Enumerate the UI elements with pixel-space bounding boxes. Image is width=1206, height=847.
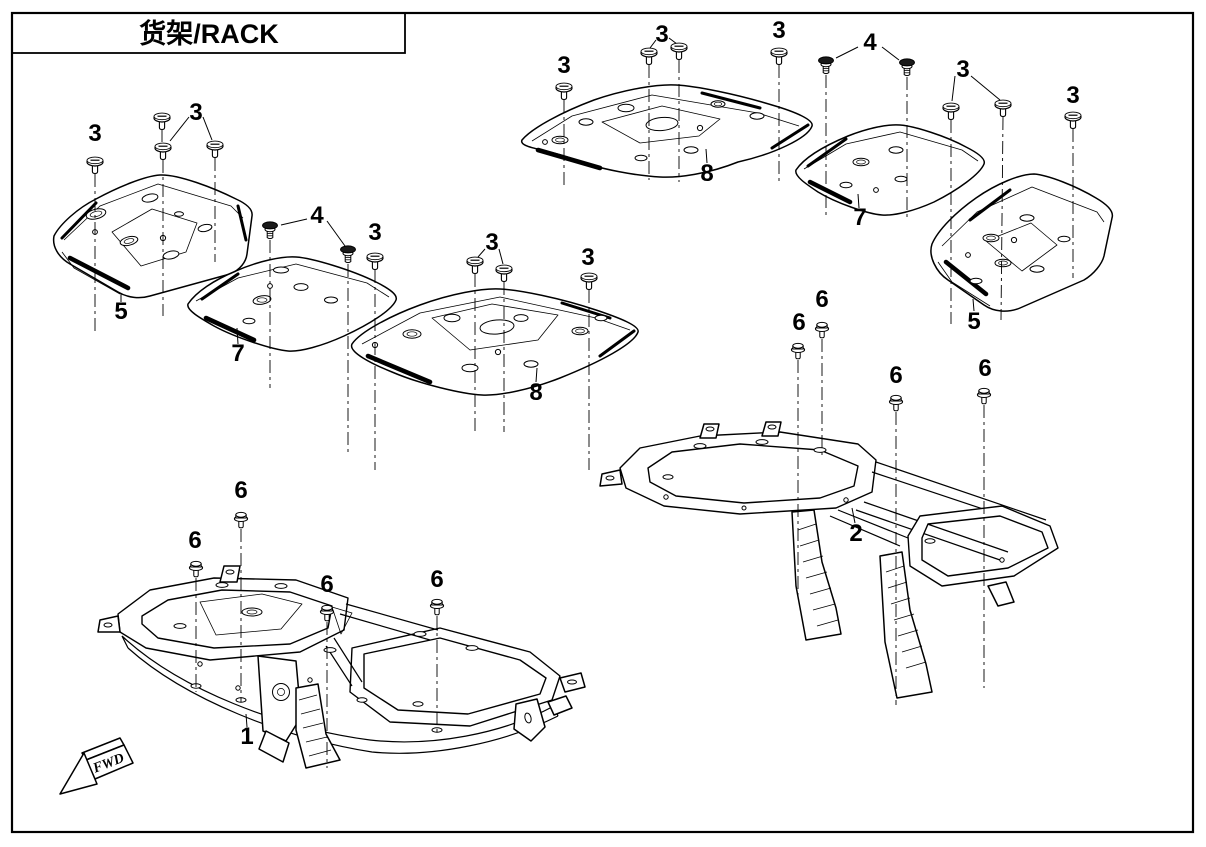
bolt-6-icon bbox=[790, 342, 806, 360]
callout-8-top: 8 bbox=[700, 160, 713, 187]
screw-3-icon bbox=[495, 264, 513, 283]
callout-8-middle: 8 bbox=[529, 379, 542, 406]
screw-3-icon bbox=[670, 42, 688, 61]
bolt-6-icon bbox=[976, 387, 992, 405]
screw-3-icon bbox=[206, 140, 224, 159]
screw-3-icon bbox=[153, 112, 171, 131]
part-2-left-leg-gusset bbox=[791, 509, 842, 641]
screw-3-icon bbox=[555, 82, 573, 101]
callout-3-top-right: 3 bbox=[772, 17, 785, 44]
screw-3-icon bbox=[366, 252, 384, 271]
part-8-middle-rack-cover bbox=[351, 288, 639, 396]
bolt-6-icon bbox=[888, 394, 904, 412]
screw-3-icon bbox=[994, 99, 1012, 118]
callout-3-left-single: 3 bbox=[88, 120, 101, 147]
callout-3-right-single: 3 bbox=[1066, 82, 1079, 109]
callout-5-left: 5 bbox=[114, 298, 127, 325]
callout-3-mid-pair: 3 bbox=[485, 229, 498, 256]
callout-3-top-single: 3 bbox=[557, 52, 570, 79]
screw-3-icon bbox=[466, 256, 484, 275]
push-rivet-4-icon bbox=[818, 56, 834, 75]
bolt-6-icon bbox=[429, 598, 445, 616]
screw-3-icon bbox=[154, 142, 172, 161]
callout-6-frame2-c: 6 bbox=[889, 362, 902, 389]
screw-3-icon bbox=[942, 102, 960, 121]
part-8-top-rack-cover bbox=[521, 84, 813, 178]
callout-5-right: 5 bbox=[967, 308, 980, 335]
callout-2-frame: 2 bbox=[849, 520, 862, 547]
callout-6-frame1-a: 6 bbox=[188, 527, 201, 554]
callout-3-top-pair: 3 bbox=[655, 21, 668, 48]
callout-6-frame1-c: 6 bbox=[320, 571, 333, 598]
push-rivet-4-icon bbox=[899, 58, 915, 77]
page-title: 货架/RACK bbox=[139, 18, 279, 49]
part-1-hub-bracket bbox=[257, 655, 302, 763]
callout-6-frame1-d: 6 bbox=[430, 566, 443, 593]
screw-3-icon bbox=[86, 156, 104, 175]
callout-6-frame2-a: 6 bbox=[792, 309, 805, 336]
screw-3-icon bbox=[580, 272, 598, 291]
leader-lines bbox=[120, 37, 1001, 728]
callout-7-left: 7 bbox=[231, 340, 244, 367]
bolt-6-icon bbox=[188, 560, 204, 578]
callout-4-left: 4 bbox=[310, 202, 324, 229]
callout-6-frame1-b: 6 bbox=[234, 477, 247, 504]
part-2-right-leg-gusset bbox=[879, 551, 933, 699]
part-1-center-leg-gusset bbox=[295, 683, 341, 769]
title-box bbox=[11, 12, 406, 54]
bolt-6-icon bbox=[814, 321, 830, 339]
part-2-rack-frame bbox=[599, 421, 1059, 699]
screw-3-icon bbox=[640, 47, 658, 66]
callout-6-frame2-d: 6 bbox=[978, 355, 991, 382]
screw-3-icon bbox=[1064, 111, 1082, 130]
part-7-left-rack-cover bbox=[187, 256, 398, 352]
callout-1-frame: 1 bbox=[240, 723, 253, 750]
callout-6-frame2-b: 6 bbox=[815, 286, 828, 313]
bolt-6-icon bbox=[233, 511, 249, 529]
part-5-right-rack-cover bbox=[930, 173, 1114, 312]
callout-3-left-pair: 3 bbox=[189, 99, 202, 126]
callout-7-right: 7 bbox=[853, 204, 866, 231]
callout-4-right: 4 bbox=[863, 29, 877, 56]
push-rivet-4-icon bbox=[340, 245, 356, 264]
fwd-direction-arrow: FWD bbox=[59, 737, 134, 795]
callout-3-mid-right: 3 bbox=[581, 244, 594, 271]
push-rivet-4-icon bbox=[262, 221, 278, 240]
screw-3-icon bbox=[770, 47, 788, 66]
center-lines bbox=[94, 60, 1074, 768]
part-1-rack-frame bbox=[97, 565, 586, 769]
callout-3-right-pair: 3 bbox=[956, 56, 969, 83]
callouts: 3 3 5 4 3 7 3 3 8 3 3 3 8 4 3 3 7 5 6 6 … bbox=[88, 17, 1079, 750]
page-border bbox=[10, 11, 1195, 834]
part-7-right-rack-cover bbox=[795, 124, 986, 216]
callout-3-mid-single: 3 bbox=[368, 219, 381, 246]
